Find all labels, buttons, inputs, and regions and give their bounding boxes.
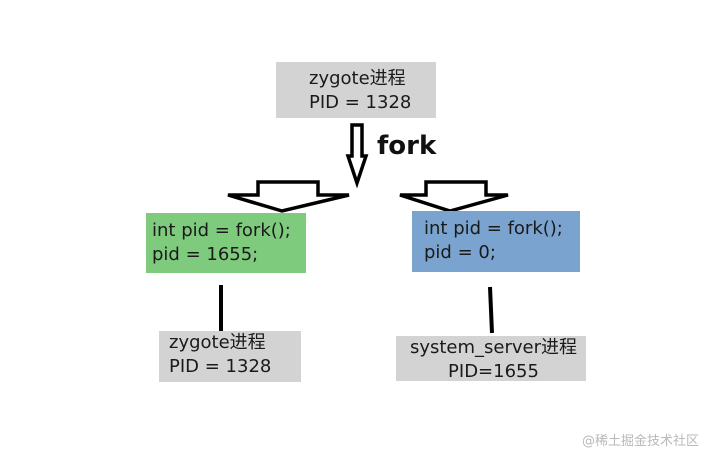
child-code-line-1: int pid = fork(); [424,218,563,239]
right-branch-arrow [399,180,509,213]
child-code-box: int pid = fork(); pid = 0; [412,211,580,272]
fork-down-arrow [345,123,369,189]
system-server-title: system_server进程 [409,337,578,358]
zygote-process-title: zygote进程 [309,68,406,89]
zygote-result-box: zygote进程 PID = 1328 [159,331,301,382]
parent-code-box: int pid = fork(); pid = 1655; [146,213,306,273]
fork-label: fork [377,131,437,161]
child-code-line-2: pid = 0; [424,242,496,263]
zygote-result-pid: PID = 1328 [169,356,272,377]
zygote-process-pid: PID = 1328 [309,92,412,113]
watermark-text: @稀土掘金技术社区 [581,434,699,449]
right-connector-line [488,286,494,334]
zygote-process-box: zygote进程 PID = 1328 [276,62,436,118]
parent-code-line-2: pid = 1655; [152,244,259,265]
parent-code-line-1: int pid = fork(); [152,220,291,241]
system-server-box: system_server进程 PID=1655 [396,336,586,382]
system-server-pid: PID=1655 [448,361,539,382]
zygote-result-title: zygote进程 [169,332,266,353]
left-branch-arrow [227,180,350,213]
